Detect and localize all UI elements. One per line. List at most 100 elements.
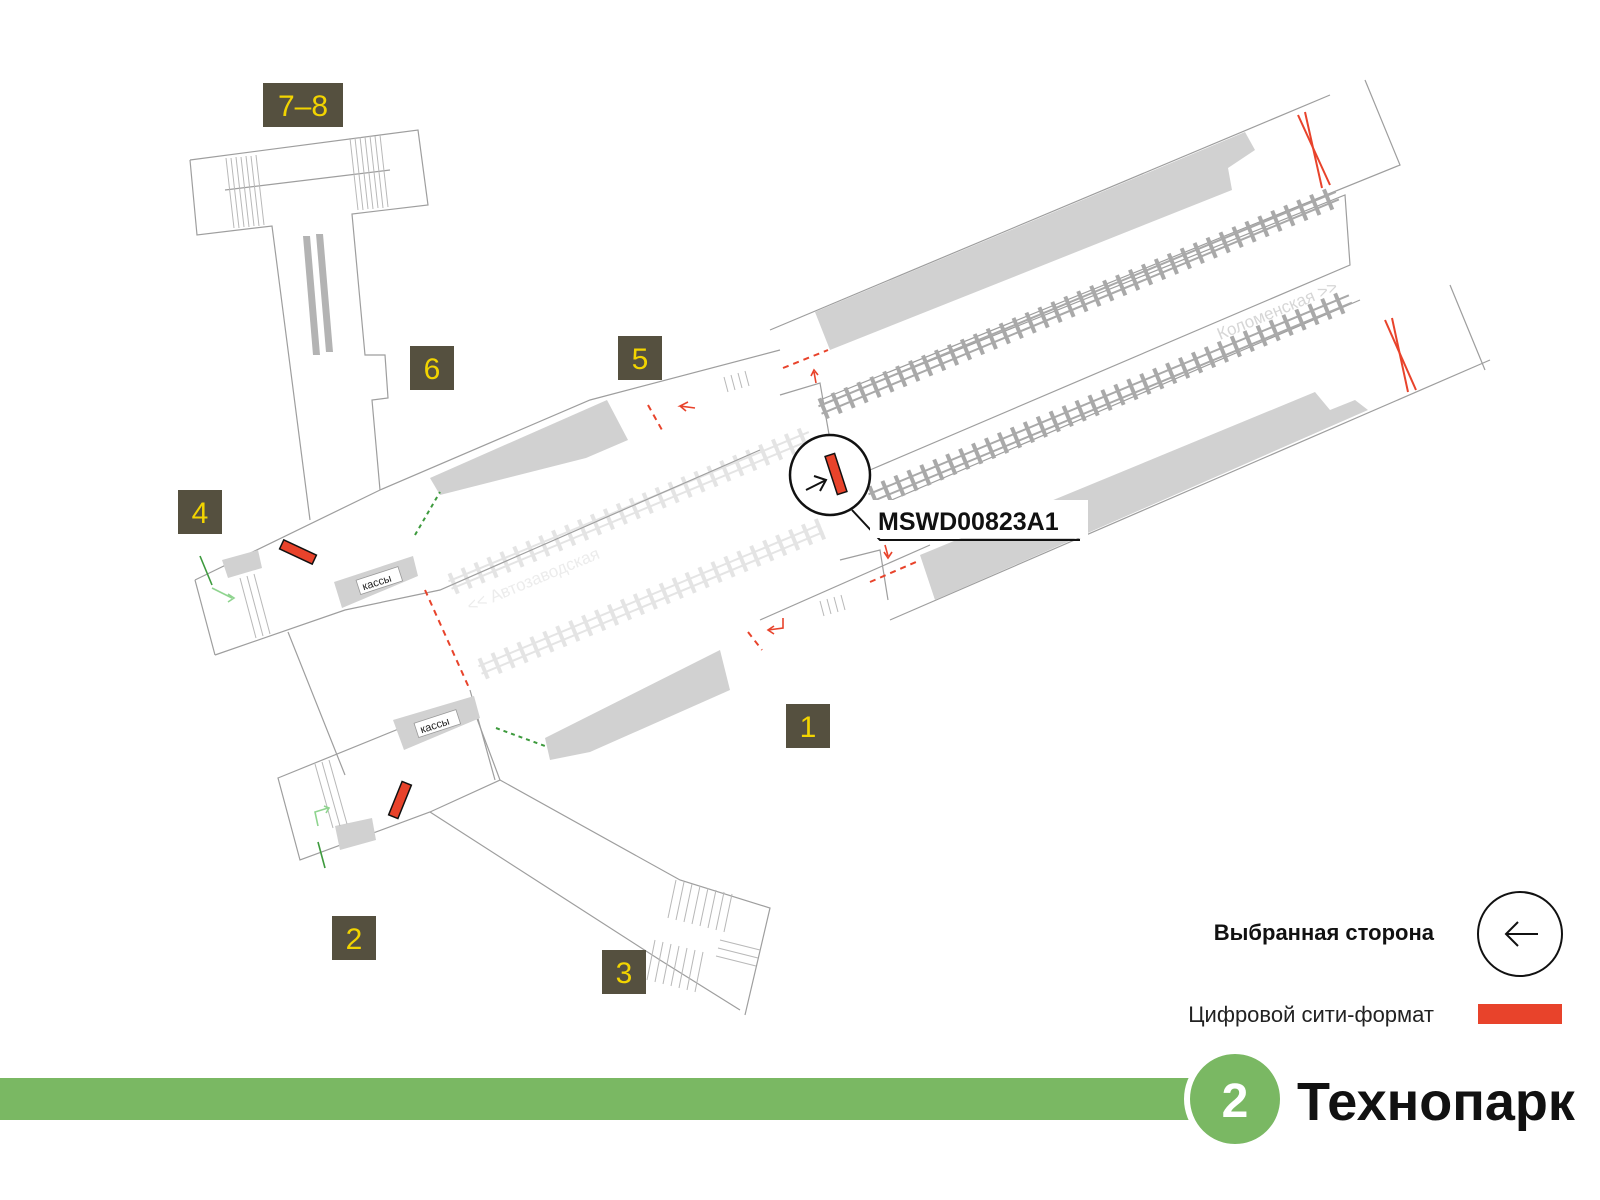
track-tie bbox=[1074, 399, 1087, 422]
track-tie bbox=[813, 518, 827, 541]
exit-7-8: 7–8 bbox=[263, 83, 343, 127]
track-tie bbox=[972, 333, 985, 356]
track-tie bbox=[516, 641, 529, 664]
svg-text:2: 2 bbox=[346, 923, 363, 956]
track-tie bbox=[719, 460, 732, 482]
track-tie bbox=[1048, 410, 1061, 433]
track-tie bbox=[958, 448, 971, 470]
track-tie bbox=[775, 534, 788, 557]
legend-selected-side-label: Выбранная сторона bbox=[1214, 920, 1435, 945]
track-tie bbox=[710, 561, 723, 583]
track-tie bbox=[555, 625, 568, 648]
track-tie bbox=[512, 545, 525, 568]
track-tie bbox=[817, 397, 830, 420]
track-tie bbox=[906, 469, 919, 492]
track-tie bbox=[1011, 317, 1024, 340]
track-tie bbox=[1255, 324, 1268, 347]
track-tie bbox=[745, 449, 758, 472]
track-tie bbox=[615, 502, 628, 525]
track-tie bbox=[1203, 346, 1217, 369]
track-tie bbox=[667, 481, 680, 504]
track-tie bbox=[1152, 367, 1165, 390]
track-tie bbox=[1231, 226, 1244, 248]
track-tie bbox=[749, 545, 762, 567]
track-tie bbox=[654, 486, 667, 509]
city-format-panel[interactable] bbox=[387, 780, 413, 820]
track-tie bbox=[1024, 311, 1037, 334]
track-tie bbox=[1320, 298, 1333, 320]
track-tie bbox=[830, 392, 843, 415]
track-tie bbox=[1322, 188, 1335, 211]
track-tie bbox=[998, 322, 1011, 345]
track-tie bbox=[1242, 330, 1255, 353]
track-tie bbox=[1244, 220, 1257, 243]
track-tie bbox=[680, 476, 693, 498]
track-tie bbox=[602, 508, 615, 531]
track-tie bbox=[1165, 362, 1178, 385]
track-tie bbox=[1283, 204, 1296, 227]
city-format-panel[interactable] bbox=[278, 538, 318, 566]
svg-text:5: 5 bbox=[632, 343, 649, 376]
track-tie bbox=[1270, 210, 1283, 232]
selected-panel-marker[interactable]: MSWD00823A1 bbox=[788, 433, 1088, 541]
track-tie bbox=[576, 518, 590, 541]
track-tie bbox=[632, 593, 645, 616]
track-tie bbox=[1035, 415, 1048, 438]
track-tie bbox=[882, 370, 895, 393]
track-tie bbox=[684, 571, 697, 594]
track-tie bbox=[1179, 247, 1192, 270]
track-tie bbox=[581, 614, 594, 637]
track-tie bbox=[895, 365, 908, 388]
track-tie bbox=[1139, 373, 1152, 395]
track-tie bbox=[503, 646, 516, 669]
track-tie bbox=[869, 376, 882, 398]
track-tie bbox=[985, 327, 998, 350]
track-tie bbox=[723, 555, 736, 578]
track-tie bbox=[1153, 258, 1167, 281]
track-tie bbox=[1063, 295, 1076, 318]
track-tie bbox=[525, 540, 538, 563]
track-tie bbox=[1037, 306, 1050, 329]
exit-5: 5 bbox=[618, 336, 662, 380]
track-tie bbox=[1087, 394, 1100, 417]
track-tie bbox=[984, 437, 997, 460]
track-tie bbox=[477, 657, 490, 680]
track-tie bbox=[1281, 314, 1294, 336]
track-tie bbox=[1257, 215, 1270, 238]
track-tie bbox=[606, 603, 620, 626]
legend-digital-format-label: Цифровой сити-формат bbox=[1188, 1002, 1434, 1027]
track-lower bbox=[867, 292, 1353, 508]
track-tie bbox=[697, 566, 710, 589]
track-tie bbox=[893, 474, 906, 497]
track-tie bbox=[1309, 193, 1322, 216]
track-tie bbox=[1296, 199, 1309, 222]
track-tie bbox=[880, 480, 893, 503]
track-tie bbox=[1268, 319, 1281, 342]
track-tie bbox=[762, 539, 775, 562]
track-tie bbox=[783, 433, 797, 456]
track-tie bbox=[736, 550, 749, 573]
line-bar: 2 Технопарк bbox=[0, 1048, 1576, 1150]
track-tie bbox=[919, 464, 932, 486]
arrow-right-icon bbox=[805, 475, 828, 492]
track-tie bbox=[658, 582, 671, 605]
track-tie bbox=[1294, 308, 1307, 331]
svg-text:1: 1 bbox=[800, 711, 817, 744]
exit-3: 3 bbox=[602, 950, 646, 994]
track-tie bbox=[542, 630, 555, 653]
station-name: Технопарк bbox=[1297, 1072, 1576, 1132]
track-tie bbox=[1166, 252, 1179, 275]
stairs bbox=[225, 134, 846, 993]
exit-4: 4 bbox=[178, 490, 222, 534]
track-tie bbox=[1113, 383, 1126, 406]
track-tie bbox=[447, 572, 460, 595]
track-tie bbox=[1126, 378, 1139, 401]
track-tie bbox=[758, 443, 771, 466]
selected-panel-code: MSWD00823A1 bbox=[878, 508, 1059, 536]
track-tie bbox=[1089, 285, 1102, 307]
svg-text:7–8: 7–8 bbox=[278, 90, 328, 123]
track-tie bbox=[1076, 290, 1089, 313]
legend: Выбранная сторона Цифровой сити-формат bbox=[1188, 891, 1563, 1027]
track-tie bbox=[1128, 268, 1141, 291]
